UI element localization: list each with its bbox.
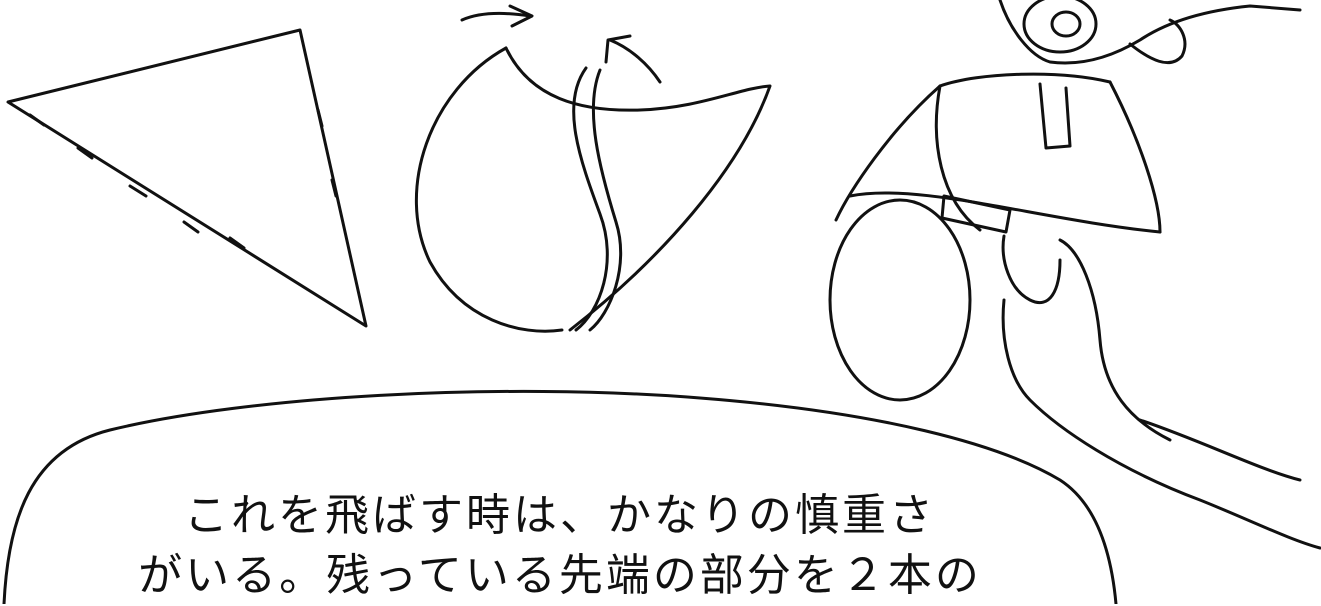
caption-line-2: がいる。残っている先端の部分を２本の xyxy=(138,550,982,601)
triangle-outline xyxy=(6,28,368,328)
dash-mark xyxy=(182,220,200,234)
dash-mark xyxy=(28,113,46,127)
tape-roll-hole xyxy=(1050,10,1082,38)
cone-top-edge xyxy=(938,72,1112,88)
lower-hand-palm xyxy=(1058,238,1172,442)
cone-front-edge xyxy=(504,46,772,332)
arrow-left-head xyxy=(604,34,632,64)
arrow-right-icon xyxy=(460,11,532,22)
dash-mark xyxy=(76,146,94,160)
tape-roll xyxy=(1022,0,1098,54)
speech-balloon xyxy=(2,389,1118,604)
paper-triangle-icon xyxy=(6,28,368,328)
cone-inner-curve xyxy=(934,84,982,232)
rolling-cone-icon xyxy=(415,4,772,333)
tape-strip xyxy=(940,194,1012,234)
upper-hand xyxy=(998,0,1302,65)
dash-mark xyxy=(228,236,246,250)
lower-hand xyxy=(1001,298,1321,550)
lower-hand-fingers xyxy=(1001,234,1062,304)
forearm-line xyxy=(1138,418,1302,482)
cone-back-edge xyxy=(415,46,564,333)
dash-mark xyxy=(330,178,338,198)
upper-hand-fingers xyxy=(1128,18,1187,65)
cone-opening xyxy=(828,198,972,402)
dash-mark xyxy=(128,184,148,198)
cone-inner-flap xyxy=(572,66,609,332)
tape-hanging xyxy=(1038,82,1072,150)
cone-inner-flap-2 xyxy=(588,68,623,332)
caption-text-block: これを飛ばす時は、かなりの慎重さ がいる。残っている先端の部分を２本の xyxy=(60,486,1060,606)
taping-hands-icon xyxy=(828,0,1321,550)
cone-body-left xyxy=(834,84,942,222)
caption-line-1: これを飛ばす時は、かなりの慎重さ xyxy=(184,490,936,541)
cone-body-right xyxy=(1108,80,1162,234)
dash-mark xyxy=(316,108,324,128)
arrow-left-icon xyxy=(608,38,662,84)
arrow-right-head xyxy=(508,4,534,28)
